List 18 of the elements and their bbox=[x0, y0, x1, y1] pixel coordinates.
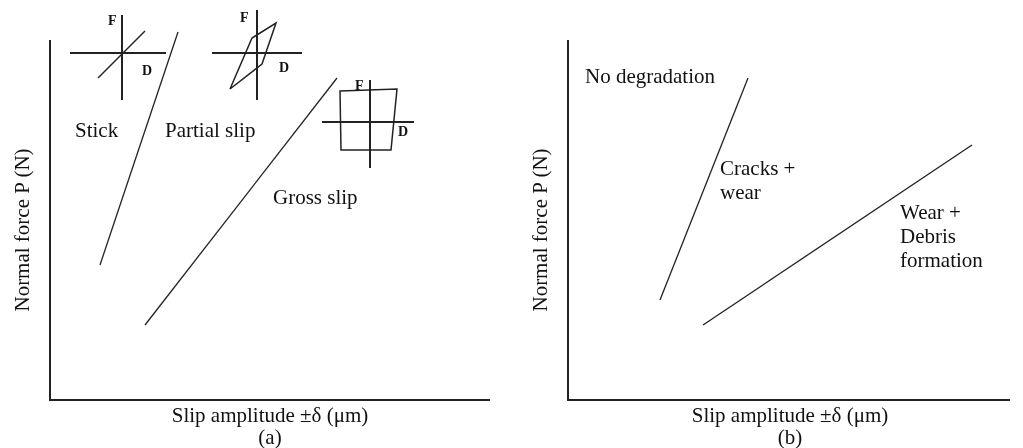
region-label: Partial slip bbox=[165, 118, 256, 142]
axis-letter: F bbox=[240, 10, 249, 25]
axis-title: Normal force P (N) bbox=[528, 148, 552, 312]
axis-letter: D bbox=[398, 124, 409, 139]
panel-label: (b) bbox=[777, 425, 803, 448]
axis-letter: F bbox=[108, 13, 117, 28]
axis-title: Normal force P (N) bbox=[10, 148, 34, 312]
region-label: Gross slip bbox=[273, 185, 358, 209]
axis-title: Slip amplitude ±δ (μm) bbox=[691, 403, 889, 427]
axis-letter: D bbox=[142, 63, 153, 78]
region-label: Stick bbox=[75, 118, 119, 142]
region-label: Cracks + wear bbox=[720, 156, 797, 204]
axis-title: Slip amplitude ±δ (μm) bbox=[171, 403, 369, 427]
region-label: Wear + Debris formation bbox=[900, 200, 984, 272]
region-label: No degradation bbox=[585, 64, 717, 88]
axis-letter: F bbox=[355, 78, 364, 93]
panel-label: (a) bbox=[258, 425, 282, 448]
axis-letter: D bbox=[279, 60, 290, 75]
